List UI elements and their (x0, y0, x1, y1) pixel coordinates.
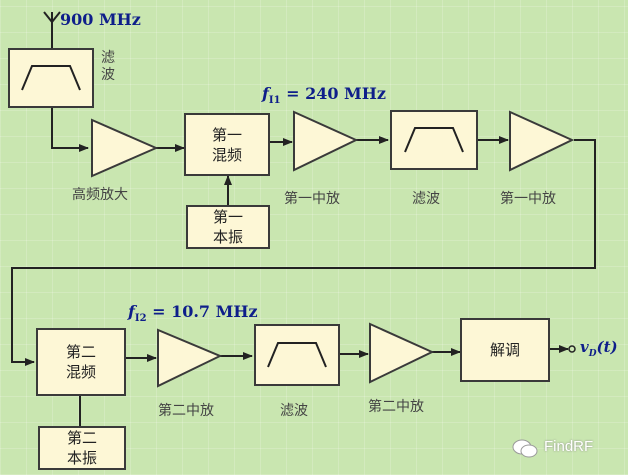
lo2-line1: 第二 (66, 429, 97, 447)
rf-amplifier-icon (91, 118, 159, 178)
lo1-block: 第一 本振 (186, 205, 270, 249)
bandpass-filter-icon (21, 65, 81, 91)
input-filter-caption: 滤 波 (100, 50, 116, 84)
if2-amplifier-b-icon (369, 322, 435, 384)
if1-frequency-label: fI1 = 240 MHz (262, 84, 386, 106)
if2-bandpass-icon (267, 342, 327, 368)
mixer1-line1: 第一 (211, 125, 242, 144)
if2-frequency-label: fI2 = 10.7 MHz (128, 302, 258, 324)
output-signal-label: vD(t) (580, 338, 618, 359)
demodulator-block: 解调 (460, 318, 550, 382)
mixer1-block: 第一 混频 (184, 113, 270, 176)
output-terminal-icon (568, 345, 576, 353)
output-arg: (t) (596, 338, 618, 356)
if2-freq-symbol: f (128, 302, 135, 321)
lo1-line1: 第一 (212, 208, 243, 226)
if2-amp-b-caption: 第二中放 (368, 399, 424, 415)
mixer2-block: 第二 混频 (36, 328, 126, 396)
input-filter-char-1: 滤 (101, 50, 115, 66)
demodulator-label: 解调 (489, 341, 520, 359)
input-frequency-value: 900 MHz (60, 10, 141, 29)
output-symbol: v (580, 338, 589, 356)
rf-amp-caption: 高频放大 (72, 187, 128, 203)
if2-freq-subscript: I2 (134, 313, 147, 325)
mixer2-line1: 第二 (65, 343, 96, 361)
output-subscript: D (588, 349, 597, 359)
if1-freq-value: = 240 MHz (286, 84, 386, 103)
if1-amplifier-a-icon (293, 110, 359, 172)
if2-amplifier-a-icon (157, 328, 223, 388)
if2-filter-caption: 滤波 (280, 403, 308, 419)
if1-amplifier-b-icon (509, 110, 575, 172)
input-frequency-label: 900 MHz (60, 10, 141, 29)
lo2-line2: 本振 (66, 449, 97, 467)
if1-amp-a-caption: 第一中放 (284, 191, 340, 207)
mixer2-line2: 混频 (65, 363, 96, 381)
if1-filter-caption: 滤波 (412, 191, 440, 207)
if2-amp-a-caption: 第二中放 (158, 403, 214, 419)
if1-amp-b-caption: 第一中放 (500, 191, 556, 207)
if1-freq-subscript: I1 (268, 95, 281, 107)
lo1-line2: 本振 (212, 228, 243, 246)
if2-freq-value: = 10.7 MHz (152, 302, 258, 321)
input-filter-block (8, 48, 94, 108)
mixer1-line2: 混频 (211, 145, 242, 164)
if1-freq-symbol: f (262, 84, 269, 103)
watermark-text: FindRF (544, 438, 594, 455)
wechat-icon (512, 439, 538, 458)
antenna-icon (43, 11, 61, 48)
if1-filter-block (390, 110, 478, 170)
if2-filter-block (254, 324, 340, 386)
wire-row1-to-row2 (11, 139, 596, 366)
wire-filter-to-rfamp (51, 108, 89, 152)
if1-bandpass-icon (404, 127, 464, 153)
input-filter-char-2: 波 (101, 67, 115, 83)
lo2-block: 第二 本振 (38, 426, 126, 470)
